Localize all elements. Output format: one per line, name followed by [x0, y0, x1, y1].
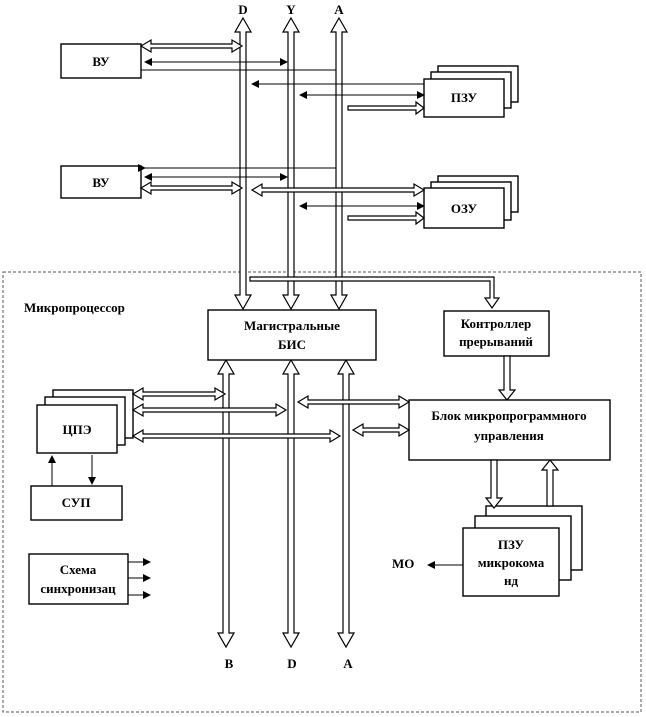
- bus-a-bottom: [336, 358, 356, 649]
- bmu-label-1: Блок микропрограммного: [431, 408, 586, 423]
- cpe-d-link: [131, 402, 288, 418]
- bus-to-interrupt-link: [249, 276, 501, 310]
- cpe-block: [36, 404, 118, 454]
- vu-label-1: ВУ: [92, 54, 110, 69]
- cpe-a-link: [131, 428, 342, 444]
- bus-label-d-top: D: [238, 2, 247, 17]
- bmu-a-link: [351, 422, 411, 438]
- bus-lsi-label-2: БИС: [278, 337, 306, 352]
- cpe-label: ЦПЭ: [62, 422, 91, 437]
- bus-b-bottom: [216, 358, 236, 649]
- rom-to-bmu-link: [540, 459, 560, 507]
- pzu-label: ПЗУ: [451, 90, 478, 105]
- microprogram-control-block: [408, 399, 611, 461]
- vu1-data-link: [139, 38, 244, 54]
- bmu-label-2: управления: [474, 428, 544, 443]
- pzu-block: [423, 78, 505, 118]
- bus-d-bottom: [281, 358, 301, 649]
- bmu-d-link: [296, 394, 411, 410]
- bus-y-top: [281, 16, 301, 311]
- bus-label-b-bottom: B: [225, 656, 234, 671]
- sync-circuit-block: [28, 553, 129, 605]
- sup-block: [30, 485, 123, 521]
- sup-label: СУП: [62, 495, 91, 510]
- bmu-to-rom-link: [484, 459, 504, 509]
- vu-block-2: [60, 165, 142, 199]
- interrupt-controller-label-2: прерываний: [459, 334, 533, 349]
- microprocessor-boundary: [2, 271, 642, 713]
- bus-d-top: [233, 16, 253, 311]
- bus-lsi-block: [207, 309, 377, 361]
- microcommand-rom-label-2: микрокома: [478, 555, 545, 570]
- microcommand-rom-block: [462, 527, 560, 597]
- bus-label-y-top: Y: [286, 2, 296, 17]
- bus-a-top: [329, 16, 349, 311]
- microcommand-rom-label-3: нд: [504, 573, 518, 588]
- bus-label-a-top: A: [334, 2, 344, 17]
- ozu-data-link: [250, 182, 426, 198]
- vu-label-2: ВУ: [92, 175, 110, 190]
- interrupt-controller-block: [443, 310, 550, 357]
- pzu-addr-link: [347, 100, 425, 116]
- bus-lsi-label-1: Магистральные: [244, 318, 340, 333]
- bus-label-a-bottom: A: [343, 656, 353, 671]
- ozu-block: [423, 187, 505, 229]
- cpe-b-link: [131, 386, 227, 402]
- microprocessor-label: Микропроцессор: [24, 300, 125, 315]
- sync-label-1: Схема: [60, 562, 97, 577]
- interrupt-controller-label-1: Контроллер: [461, 316, 531, 331]
- ozu-label: ОЗУ: [451, 201, 478, 216]
- bus-label-d-bottom: D: [287, 656, 296, 671]
- vu-block-1: [60, 43, 142, 79]
- sync-label-2: синхронизац: [40, 581, 116, 596]
- interrupt-to-bmu-link: [497, 355, 517, 401]
- mo-label: МО: [392, 556, 414, 571]
- ozu-addr-link: [347, 210, 425, 226]
- vu2-data-link: [139, 180, 244, 196]
- microcommand-rom-label-1: ПЗУ: [498, 537, 525, 552]
